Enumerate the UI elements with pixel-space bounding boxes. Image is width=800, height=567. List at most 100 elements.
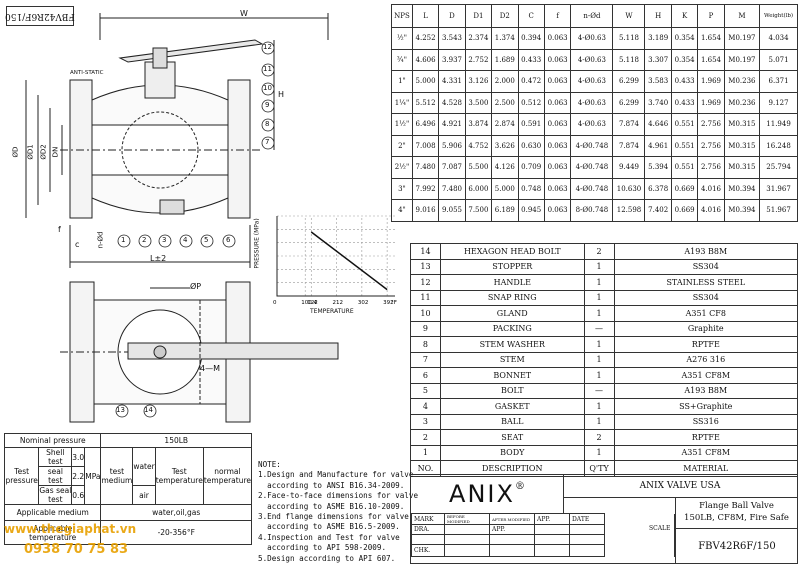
- applicable-temp-label: Applicable temperature: [3, 520, 102, 545]
- dim-header-cell: NPS: [391, 4, 413, 28]
- dim-cell: M0.394: [723, 177, 761, 200]
- right-flange: [227, 79, 251, 219]
- parts-mat-cell: A351 CF8M: [613, 367, 799, 384]
- balloon-4: 4: [183, 236, 188, 244]
- dim-cell: 0.709: [517, 156, 545, 179]
- parts-no-cell: 7: [410, 351, 441, 368]
- test-pressure-label: Test pressure: [3, 447, 40, 505]
- dim-cell: 4-Ø0.63: [570, 70, 614, 93]
- chk-label: CHK.: [411, 544, 445, 557]
- dim-cell: 7.874: [612, 113, 646, 136]
- parts-desc-cell: BALL: [439, 413, 585, 430]
- parts-desc-cell: GLAND: [439, 305, 585, 322]
- appr-label: APP.: [489, 524, 535, 535]
- dim-cell: 1¼": [391, 91, 413, 114]
- dim-cell: 0.063: [543, 134, 572, 157]
- watermark-phone: 0938 70 75 83: [24, 542, 129, 557]
- dim-cell: 12.598: [612, 199, 646, 222]
- parts-desc-cell: HEXAGON HEAD BOLT: [439, 243, 585, 260]
- balloon-3: 3: [162, 236, 167, 244]
- dim-cell: 5.500: [464, 156, 493, 179]
- dim-cell: 2.756: [697, 134, 725, 157]
- dim-cell: 3.937: [438, 48, 466, 71]
- company-cell: ANIX VALVE USA: [563, 475, 797, 498]
- dim-cell: 7.874: [612, 134, 646, 157]
- dim-cell: 6.299: [612, 70, 646, 93]
- parts-qty-cell: 1: [583, 274, 615, 291]
- dim-cell: 5.906: [438, 134, 466, 157]
- dim-cell: 1.654: [697, 27, 725, 50]
- dim-cell: 6.371: [759, 70, 798, 93]
- dim-cell: 0.063: [543, 27, 572, 50]
- dim-cell: 1.374: [491, 27, 519, 50]
- dim-cell: 0.063: [543, 70, 572, 93]
- f-label: f: [58, 225, 61, 234]
- dim-cell: 3.126: [464, 70, 493, 93]
- dim-cell: 6.496: [411, 113, 440, 136]
- dim-cell: 4-Ø0.748: [570, 134, 614, 157]
- parts-qty-cell: 1: [583, 444, 615, 461]
- d2-label: ØD2: [39, 144, 48, 160]
- dim-cell: 3.874: [464, 113, 493, 136]
- dim-cell: 11.949: [759, 113, 798, 136]
- h-label: H: [278, 90, 285, 99]
- dim-header-cell: D: [438, 4, 466, 28]
- dra-label: DRA.: [411, 524, 445, 535]
- parts-mat-cell: A351 CF8M: [613, 444, 799, 461]
- parts-qty-cell: 1: [583, 336, 615, 353]
- parts-mat-header: MATERIAL: [613, 460, 799, 477]
- chart-x-tick-label: 100.4: [301, 300, 317, 306]
- dim-cell: 4.126: [491, 156, 519, 179]
- parts-no-cell: 13: [410, 258, 441, 275]
- chart-x-unit: °F: [391, 300, 397, 306]
- dim-cell: 8-Ø0.748: [570, 199, 614, 222]
- test-temp-label: Test temperature: [154, 447, 204, 505]
- dim-cell: 1.969: [697, 70, 725, 93]
- pressure-table: Nominal pressure 150LB Test pressure She…: [3, 433, 253, 545]
- nominal-label: Nominal pressure: [3, 433, 102, 448]
- notes: NOTE: 1.Design and Manufacture for valve…: [258, 460, 419, 563]
- balloon-11: 11: [263, 65, 272, 73]
- dim-cell: 4.961: [644, 134, 672, 157]
- parts-mat-cell: RPTFE: [613, 336, 799, 353]
- parts-desc-cell: GASKET: [439, 398, 585, 415]
- dim-cell: 4.752: [464, 134, 493, 157]
- balloon-5: 5: [204, 236, 209, 244]
- p-label: ØP: [190, 282, 202, 291]
- d1-label: ØD1: [26, 144, 35, 160]
- title-cell: Flange Ball Valve 150LB, CF8M, Fire Safe: [675, 497, 797, 529]
- dim-header-cell: D1: [464, 4, 493, 28]
- dim-cell: 3.189: [644, 27, 672, 50]
- dim-cell: M0.197: [723, 48, 761, 71]
- dim-cell: 2": [391, 134, 413, 157]
- d-label: ØD: [11, 146, 20, 158]
- dim-cell: 4.331: [438, 70, 466, 93]
- dim-cell: 4.606: [411, 48, 440, 71]
- dim-cell: 9.055: [438, 199, 466, 222]
- parts-mat-cell: A193 B8M: [613, 382, 799, 399]
- dim-cell: 4.921: [438, 113, 466, 136]
- dim-cell: 0.630: [517, 134, 545, 157]
- dim-cell: 0.472: [517, 70, 545, 93]
- parts-mat-cell: A351 CF8: [613, 305, 799, 322]
- parts-no-header: NO.: [410, 460, 441, 477]
- chart-x-tick-label: 122: [307, 300, 318, 306]
- shell-test-value: 3.0: [71, 447, 86, 467]
- dim-cell: 1.654: [697, 48, 725, 71]
- dim-header-cell: K: [670, 4, 699, 28]
- parts-desc-cell: STEM: [439, 351, 585, 368]
- parts-mat-cell: SS316: [613, 413, 799, 430]
